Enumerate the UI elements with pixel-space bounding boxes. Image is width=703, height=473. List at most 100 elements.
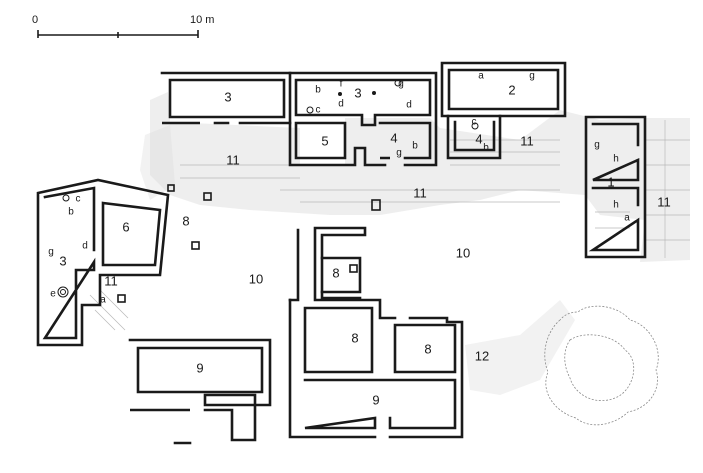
room-label-8-north: 8	[332, 265, 339, 280]
pier	[203, 192, 212, 201]
room-label-8-small: 8	[424, 341, 431, 356]
tree-canopy	[544, 305, 659, 426]
eastern-stipple	[465, 300, 575, 395]
feature-label-c: c	[316, 105, 321, 116]
room-label-10-east: 10	[456, 245, 470, 260]
feature-label-d: d	[338, 99, 344, 110]
feature-label-g: g	[398, 79, 404, 90]
feature-label-g: g	[594, 140, 600, 151]
room-3-west-inner	[168, 78, 286, 119]
room-label-11-west: 11	[104, 273, 118, 288]
feature-label-b: b	[68, 207, 74, 218]
pier	[117, 294, 126, 303]
feature-label-d: d	[406, 100, 412, 111]
ground-areas	[89, 92, 690, 395]
pier	[167, 184, 175, 192]
feature-ring	[394, 79, 402, 87]
room-label-11-far-east: 11	[657, 194, 671, 209]
room-2-inner	[447, 68, 560, 111]
feature-label-g: g	[396, 148, 402, 159]
room-label-12: 12	[475, 348, 489, 363]
feature-label-c: c	[472, 117, 477, 128]
feature-label-f: f	[340, 79, 343, 90]
room-label-11-east: 11	[520, 133, 534, 148]
feature-dot	[338, 92, 342, 96]
feature-label-b: b	[483, 143, 489, 154]
room-label-1: 1	[607, 174, 614, 189]
feature-label-d: d	[82, 241, 88, 252]
feature-ring	[57, 286, 69, 298]
room-1-inner-south	[588, 186, 640, 252]
room-label-9-central: 9	[372, 392, 379, 407]
room-8-north-inner	[320, 256, 362, 294]
room-label-2: 2	[508, 82, 515, 97]
room-label-10-west: 10	[249, 271, 263, 286]
feature-dot	[372, 91, 376, 95]
tree-inner	[564, 334, 634, 402]
features	[57, 79, 479, 298]
feature-label-a: a	[624, 213, 630, 224]
room-1-outer	[584, 115, 647, 259]
room-label-11-north: 11	[226, 152, 240, 167]
pier	[191, 241, 200, 250]
room-label-9-west: 9	[196, 360, 203, 375]
scale-start-label: 0	[32, 14, 38, 26]
room-9-west-inner	[136, 346, 264, 394]
feature-label-c: c	[76, 194, 81, 205]
room-2-outer	[440, 61, 567, 118]
room-label-3-west: 3	[224, 89, 231, 104]
pier	[349, 264, 358, 273]
room-8-west-inner	[288, 228, 300, 302]
feature-label-g: g	[529, 71, 535, 82]
room-label-8-west: 8	[182, 213, 189, 228]
feature-ring	[60, 289, 66, 295]
room-label-6: 6	[122, 219, 129, 234]
room-label-11-mid: 11	[413, 185, 427, 200]
walls	[36, 61, 647, 445]
feature-label-e: e	[50, 289, 56, 300]
feature-labels: b f g d d c g b a g c b g h h a c b d g …	[48, 71, 630, 306]
feature-label-g: g	[48, 247, 54, 258]
hatch-line	[89, 294, 126, 331]
feature-label-a: a	[478, 71, 484, 82]
room-label-4: 4	[390, 130, 397, 145]
feature-ring	[306, 106, 314, 114]
room-1-inner-north	[591, 122, 640, 182]
pier	[371, 199, 381, 211]
room-9-central-inner	[303, 378, 457, 430]
room-9-west-outer	[128, 338, 272, 442]
room-8-large-inner	[303, 306, 374, 374]
feature-ring	[471, 122, 479, 130]
room-label-3-sw: 3	[59, 253, 66, 268]
feature-label-h: h	[613, 154, 619, 165]
courtyard-11-stipple	[150, 92, 690, 262]
room-label-5: 5	[321, 133, 328, 148]
room-4b-wall	[446, 114, 502, 160]
feature-label-b: b	[412, 141, 418, 152]
feature-label-b: b	[315, 85, 321, 96]
feature-label-h: h	[613, 200, 619, 211]
room-label-8-large: 8	[351, 330, 358, 345]
central-complex-outer	[288, 226, 464, 439]
feature-ring	[62, 194, 70, 202]
scale-end-label: 10 m	[190, 14, 214, 26]
room-label-3-east: 3	[354, 85, 361, 100]
room-3-east-inner	[294, 78, 432, 127]
scale-bar: 0 10 m	[32, 14, 214, 38]
west-room-3-inner	[42, 186, 96, 340]
hatch-line	[99, 289, 129, 319]
room-5-inner	[294, 121, 347, 160]
room-8-small-inner	[393, 323, 457, 374]
west-building-outer	[36, 178, 170, 347]
room-3-west-wall	[160, 71, 292, 125]
room-label-4b: 4	[475, 131, 482, 146]
room-labels: 3 3 5 4 2 4 11 11 11 11 11 6 3 8 10 10 8…	[59, 82, 670, 407]
hatch-line	[94, 309, 116, 331]
hatch-pattern	[89, 120, 690, 331]
room-6-inner	[101, 201, 162, 267]
north-east-block	[288, 71, 438, 167]
room-4-inner	[378, 121, 432, 160]
feature-label-a: a	[100, 295, 106, 306]
western-stipple	[140, 125, 175, 200]
